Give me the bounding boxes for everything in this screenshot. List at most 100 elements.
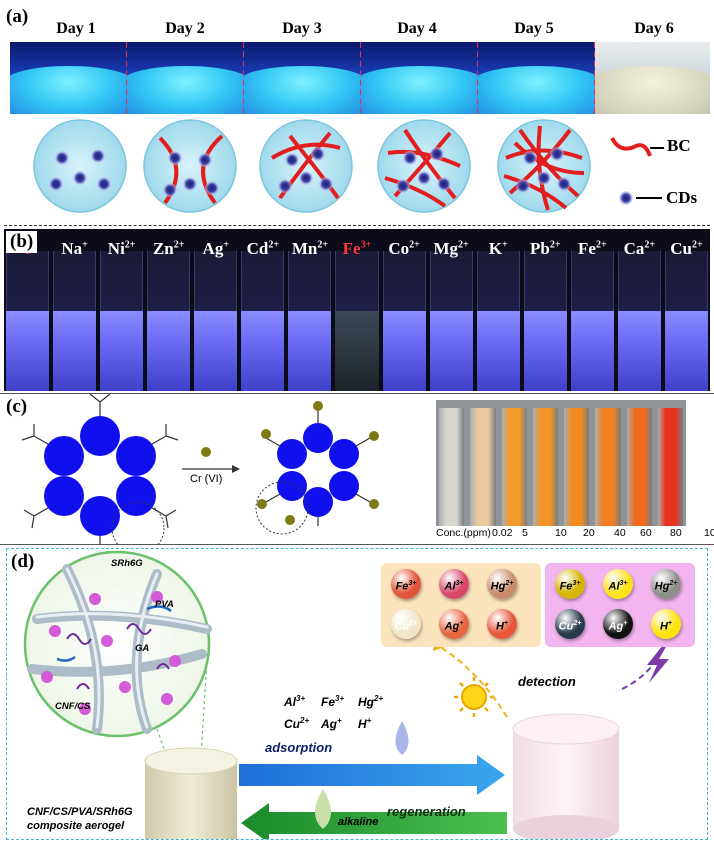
detection-card-daylight: Fe3+Al3+Hg2+Cu2+Ag+H+ <box>381 563 541 647</box>
vial: Na+ <box>51 229 98 391</box>
day-label-1: Day 1 <box>56 20 96 37</box>
receptor-ring-bound <box>255 401 379 535</box>
panel-c-tag: (c) <box>6 396 28 417</box>
flask-day-2 <box>127 42 245 114</box>
label-cnf-cs: CNF/CS <box>55 701 91 712</box>
ion-ball: Al3+ <box>603 569 633 599</box>
vial: Fe2+ <box>569 229 616 391</box>
cuvette <box>439 408 465 526</box>
cuvette <box>626 408 652 526</box>
ion-ball: Al3+ <box>439 569 469 599</box>
cuvette-photo <box>436 400 686 526</box>
vial: Fe3+ <box>333 229 380 391</box>
flask-photo-strip <box>10 42 710 114</box>
zoom-circle <box>23 550 211 738</box>
vial: Cu2+ <box>663 229 710 391</box>
cuvette <box>595 408 621 526</box>
ion-ball: Ag+ <box>603 609 633 639</box>
alkaline-label: alkaline <box>338 816 379 828</box>
vial-ion-label: Pb2+ <box>529 239 561 258</box>
flask-day-4 <box>361 42 479 114</box>
vial-ion-label: Fe3+ <box>342 239 372 258</box>
bc-growth-schematic <box>33 119 664 213</box>
cuvette <box>657 408 683 526</box>
panel-d: (d) <box>6 548 708 840</box>
label-pva: PVA <box>155 599 174 610</box>
cuvette <box>470 408 496 526</box>
vial: Zn2+ <box>145 229 192 391</box>
vial-ion-label: Mn2+ <box>291 239 329 258</box>
schematic-stage-4 <box>377 119 471 213</box>
flask-day-5 <box>478 42 596 114</box>
panel-b: 0 Na+ Ni2+ Zn2+ Ag+ Cd2+ Mn2+ Fe3+ Co2+ Mg2+ K+ Pb2… <box>4 229 710 391</box>
vial: Ag+ <box>192 229 239 391</box>
schematic-stage-3 <box>259 119 353 213</box>
adsorbed-ion-label: H+ <box>358 716 372 731</box>
schematic-stage-1 <box>33 119 127 213</box>
alkaline-droplet-icon <box>315 789 331 829</box>
label-ga: GA <box>135 643 150 654</box>
cr-ion-icon <box>201 447 211 457</box>
regeneration-label: regeneration <box>387 804 466 819</box>
vial-ion-label: Co2+ <box>388 239 420 258</box>
vial-ion-label: Fe2+ <box>578 239 607 258</box>
divider-b-c <box>0 393 714 394</box>
conc-label: 100 <box>704 527 714 539</box>
vial: Ni2+ <box>98 229 145 391</box>
adsorbed-ion-label: Cu2+ <box>284 716 310 731</box>
day-label-3: Day 3 <box>282 20 322 37</box>
vial-ion-label: Ni2+ <box>107 239 136 258</box>
reagent-label: Cr (VI) <box>190 473 223 485</box>
receptor-ring-free <box>21 394 179 544</box>
cds-legend-icon <box>619 191 633 205</box>
ion-ball: H+ <box>651 609 681 639</box>
vial: 0 <box>4 229 51 391</box>
aerogel-name-line2: composite aerogel <box>27 820 125 832</box>
cuvette <box>501 408 527 526</box>
conc-label: 0.02 <box>492 527 513 539</box>
vial: Ca2+ <box>616 229 663 391</box>
day-label-5: Day 5 <box>514 20 554 37</box>
adsorbed-ion-label: Al3+ <box>284 694 306 709</box>
conc-label: 5 <box>522 527 528 539</box>
uv-lightning-icon <box>621 645 669 690</box>
ion-ball: Cu2+ <box>391 609 421 639</box>
conc-axis-prefix: Conc.(ppm) <box>436 527 491 539</box>
vial: Mn2+ <box>286 229 333 391</box>
vial: Pb2+ <box>522 229 569 391</box>
aerogel-right <box>512 713 620 839</box>
vial: Mg2+ <box>428 229 475 391</box>
vial-ion-label: Mg2+ <box>433 239 469 258</box>
ion-ball: Fe3+ <box>555 569 585 599</box>
conc-label: 80 <box>670 527 682 539</box>
adsorbed-ion-label: Fe3+ <box>321 694 345 709</box>
panel-c: (c) <box>0 394 714 544</box>
vial-ion-label: Cu2+ <box>670 239 703 258</box>
vial: Co2+ <box>381 229 428 391</box>
vial-ion-label: Na+ <box>61 239 88 258</box>
regeneration-arrow <box>241 803 507 839</box>
divider-a-b <box>4 225 710 226</box>
ion-ball: Fe3+ <box>391 569 421 599</box>
aerogel-scheme <box>23 550 669 839</box>
vial-ion-label: Zn2+ <box>152 239 185 258</box>
legend-cds-label: CDs <box>666 188 698 207</box>
panel-d-tag: (d) <box>11 551 35 572</box>
legend-bc-label: BC <box>667 136 691 155</box>
flask-day-3 <box>244 42 362 114</box>
vial-ion-label: Cd2+ <box>246 239 280 258</box>
ion-ball: Hg2+ <box>651 569 681 599</box>
detection-card-uv: Fe3+Al3+Hg2+Cu2+Ag+H+ <box>545 563 695 647</box>
vial-ion-label: K+ <box>488 239 508 258</box>
vial: Cd2+ <box>239 229 286 391</box>
panel-a: (a) Day 1 Day 2 Day 3 Day 4 Day 5 Day 6 <box>0 0 714 225</box>
day-label-2: Day 2 <box>165 20 205 37</box>
ion-ball: Hg2+ <box>487 569 517 599</box>
bc-legend-icon <box>610 137 652 157</box>
vial-ion-label: Ca2+ <box>623 239 656 258</box>
adsorbed-ion-label: Hg2+ <box>358 694 384 709</box>
vial-ion-label: Ag+ <box>202 239 230 258</box>
day-label-4: Day 4 <box>397 20 437 37</box>
adsorption-arrow <box>239 755 505 795</box>
conc-label: 60 <box>640 527 652 539</box>
